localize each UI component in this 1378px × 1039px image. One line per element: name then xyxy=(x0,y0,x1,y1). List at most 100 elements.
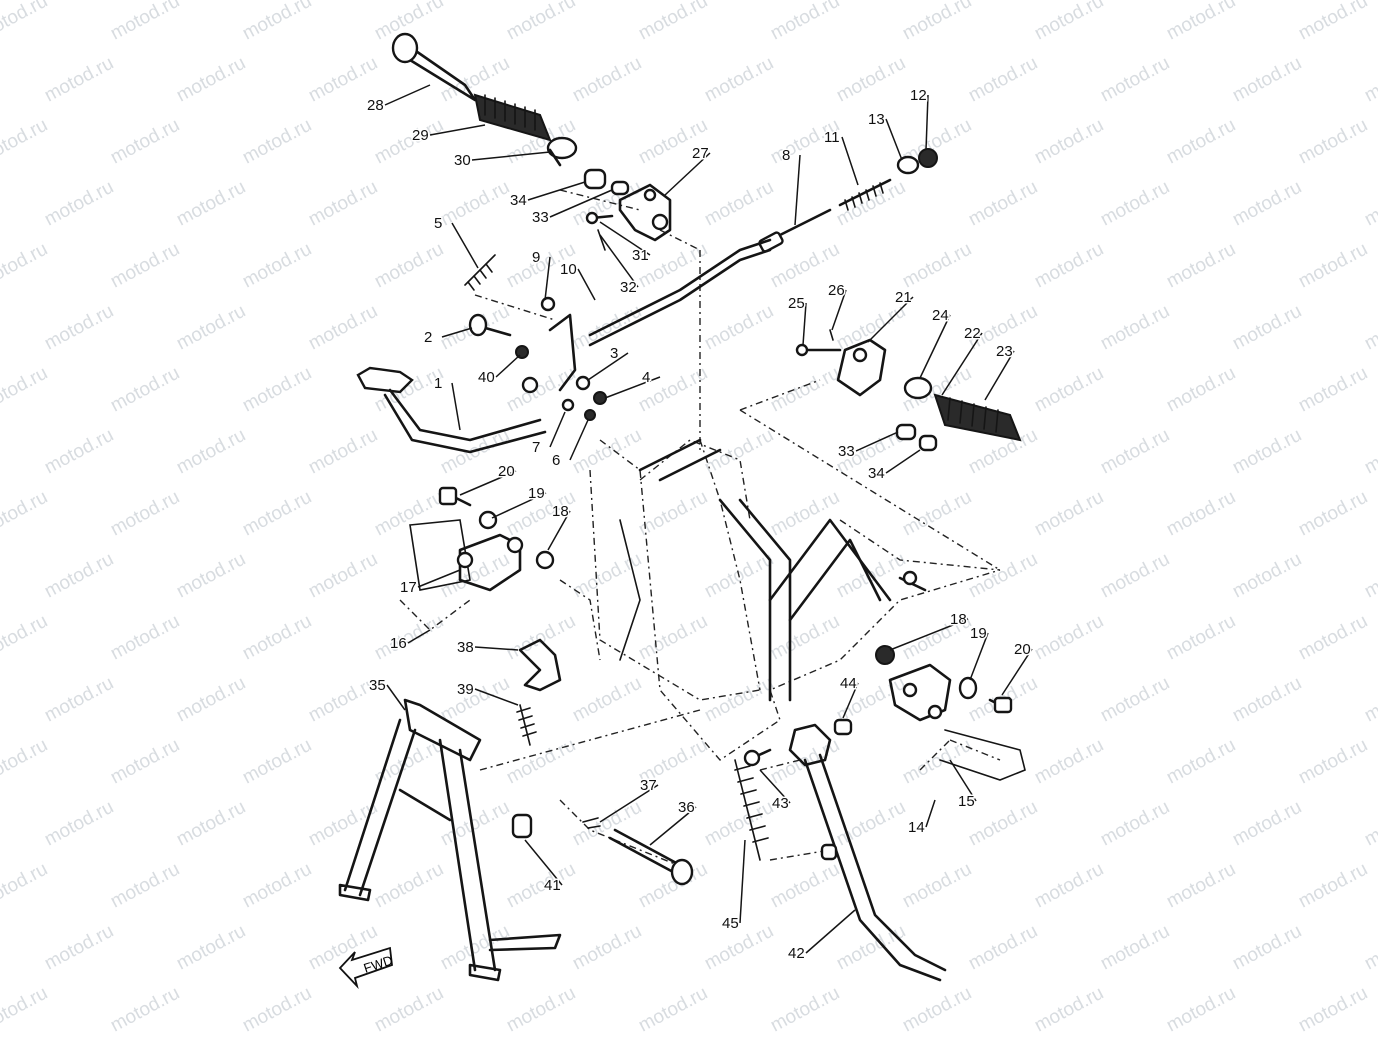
watermark-text: motod.ru xyxy=(305,797,381,851)
watermark-text: motod.ru xyxy=(107,611,183,665)
brake-pedal xyxy=(356,296,607,454)
watermark-text: motod.ru xyxy=(41,797,117,851)
leader-line-c17 xyxy=(417,569,461,588)
watermark-text: motod.ru xyxy=(965,797,1041,851)
frame-outline xyxy=(399,189,1001,871)
leader-line-c38 xyxy=(474,646,519,651)
watermark-text: motod.ru xyxy=(1295,859,1371,913)
leader-line-c36 xyxy=(649,806,697,846)
callout-label-c20a: 20 xyxy=(498,463,515,480)
leader-line-c8 xyxy=(794,154,801,226)
watermark-text: motod.ru xyxy=(1295,611,1371,665)
callout-label-c15: 15 xyxy=(958,793,975,810)
watermark-text: motod.ru xyxy=(1097,53,1173,107)
watermark-text: motod.ru xyxy=(239,0,315,44)
watermark-text: motod.ru xyxy=(767,611,843,665)
watermark-text: motod.ru xyxy=(371,983,447,1034)
watermark-text: motod.ru xyxy=(1097,921,1173,975)
callout-label-c22: 22 xyxy=(964,325,981,342)
watermark-text: motod.ru xyxy=(173,549,249,603)
watermark-text: motod.ru xyxy=(503,611,579,665)
watermark-text: motod.ru xyxy=(1097,797,1173,851)
watermark-text: motod.ru xyxy=(965,921,1041,975)
watermark-text: motod.ru xyxy=(239,239,315,293)
callout-label-c18b: 18 xyxy=(950,611,967,628)
watermark-text: motod.ru xyxy=(1295,487,1371,541)
watermark-text: motod.ru xyxy=(1229,425,1305,479)
watermark-text: motod.ru xyxy=(1361,673,1378,727)
callout-labels: 1234567891011121314151617181819192020212… xyxy=(366,86,1033,964)
watermark-text: motod.ru xyxy=(437,177,513,231)
watermark-text: motod.ru xyxy=(305,549,381,603)
watermark-text: motod.ru xyxy=(1229,797,1305,851)
callout-label-c19a: 19 xyxy=(528,485,545,502)
watermark-text: motod.ru xyxy=(107,363,183,417)
callout-label-c26: 26 xyxy=(828,282,845,299)
watermark-text: motod.ru xyxy=(1295,239,1371,293)
leader-line-c29 xyxy=(429,124,486,136)
leader-line-c43 xyxy=(759,769,791,804)
watermark-text: motod.ru xyxy=(173,301,249,355)
watermark-text: motod.ru xyxy=(371,487,447,541)
watermark-text: motod.ru xyxy=(173,797,249,851)
leader-line-c33a xyxy=(549,189,613,218)
leader-line-c32 xyxy=(599,234,639,288)
watermark-text: motod.ru xyxy=(107,115,183,169)
watermark-text: motod.ru xyxy=(899,487,975,541)
rear-footrest-left xyxy=(391,32,578,167)
watermark-text: motod.ru xyxy=(1361,53,1378,107)
watermark-text: motod.ru xyxy=(1163,983,1239,1034)
callout-label-c3: 3 xyxy=(610,345,618,362)
watermark-text: motod.ru xyxy=(965,177,1041,231)
watermark-text: motod.ru xyxy=(173,177,249,231)
watermark-text: motod.ru xyxy=(1163,115,1239,169)
watermark-text: motod.ru xyxy=(1361,301,1378,355)
watermark-text: motod.ru xyxy=(173,425,249,479)
watermark-text: motod.ru xyxy=(1295,363,1371,417)
watermark-text: motod.ru xyxy=(701,425,777,479)
leader-line-c1 xyxy=(451,382,461,431)
watermark-text: motod.ru xyxy=(173,921,249,975)
watermark-text: motod.ru xyxy=(0,363,51,417)
callout-label-c11: 11 xyxy=(824,129,840,146)
callout-label-c13: 13 xyxy=(868,111,885,128)
stand-pivot xyxy=(582,817,694,886)
callout-label-c9: 9 xyxy=(532,249,540,266)
side-stand xyxy=(734,718,947,982)
watermark-text: motod.ru xyxy=(305,425,381,479)
leader-line-c10 xyxy=(577,268,596,301)
watermark-text: motod.ru xyxy=(239,611,315,665)
watermark-text: motod.ru xyxy=(0,611,51,665)
leader-line-c19b xyxy=(969,632,989,681)
watermark-text: motod.ru xyxy=(569,797,645,851)
watermark-text: motod.ru xyxy=(41,673,117,727)
front-footrest-left xyxy=(409,486,555,592)
watermark-text: motod.ru xyxy=(1031,487,1107,541)
callout-label-c31: 31 xyxy=(632,247,649,264)
leader-line-c15 xyxy=(949,759,977,802)
watermark-text: motod.ru xyxy=(239,983,315,1034)
watermark-text: motod.ru xyxy=(41,177,117,231)
watermark-text: motod.ru xyxy=(1295,735,1371,789)
callout-label-c33b: 33 xyxy=(838,443,855,460)
watermark-text: motod.ru xyxy=(1361,549,1378,603)
watermark-text: motod.ru xyxy=(1163,239,1239,293)
callout-label-c6: 6 xyxy=(552,452,560,469)
callout-label-c32: 32 xyxy=(620,279,637,296)
watermark-text: motod.ru xyxy=(371,859,447,913)
leader-line-c24 xyxy=(919,314,951,379)
watermark-text: motod.ru xyxy=(569,673,645,727)
callout-label-c1: 1 xyxy=(434,375,442,392)
callout-label-c12: 12 xyxy=(910,87,927,104)
watermark-text: motod.ru xyxy=(1229,921,1305,975)
watermark-text: motod.ru xyxy=(635,487,711,541)
callout-label-c38: 38 xyxy=(457,639,474,656)
leader-line-c31 xyxy=(599,221,651,256)
watermark-text: motod.ru xyxy=(239,115,315,169)
watermark-text: motod.ru xyxy=(701,301,777,355)
callout-label-c24: 24 xyxy=(932,307,949,324)
watermark-text: motod.ru xyxy=(1097,177,1173,231)
leader-line-c18b xyxy=(889,618,969,651)
leader-line-c30 xyxy=(471,151,551,161)
